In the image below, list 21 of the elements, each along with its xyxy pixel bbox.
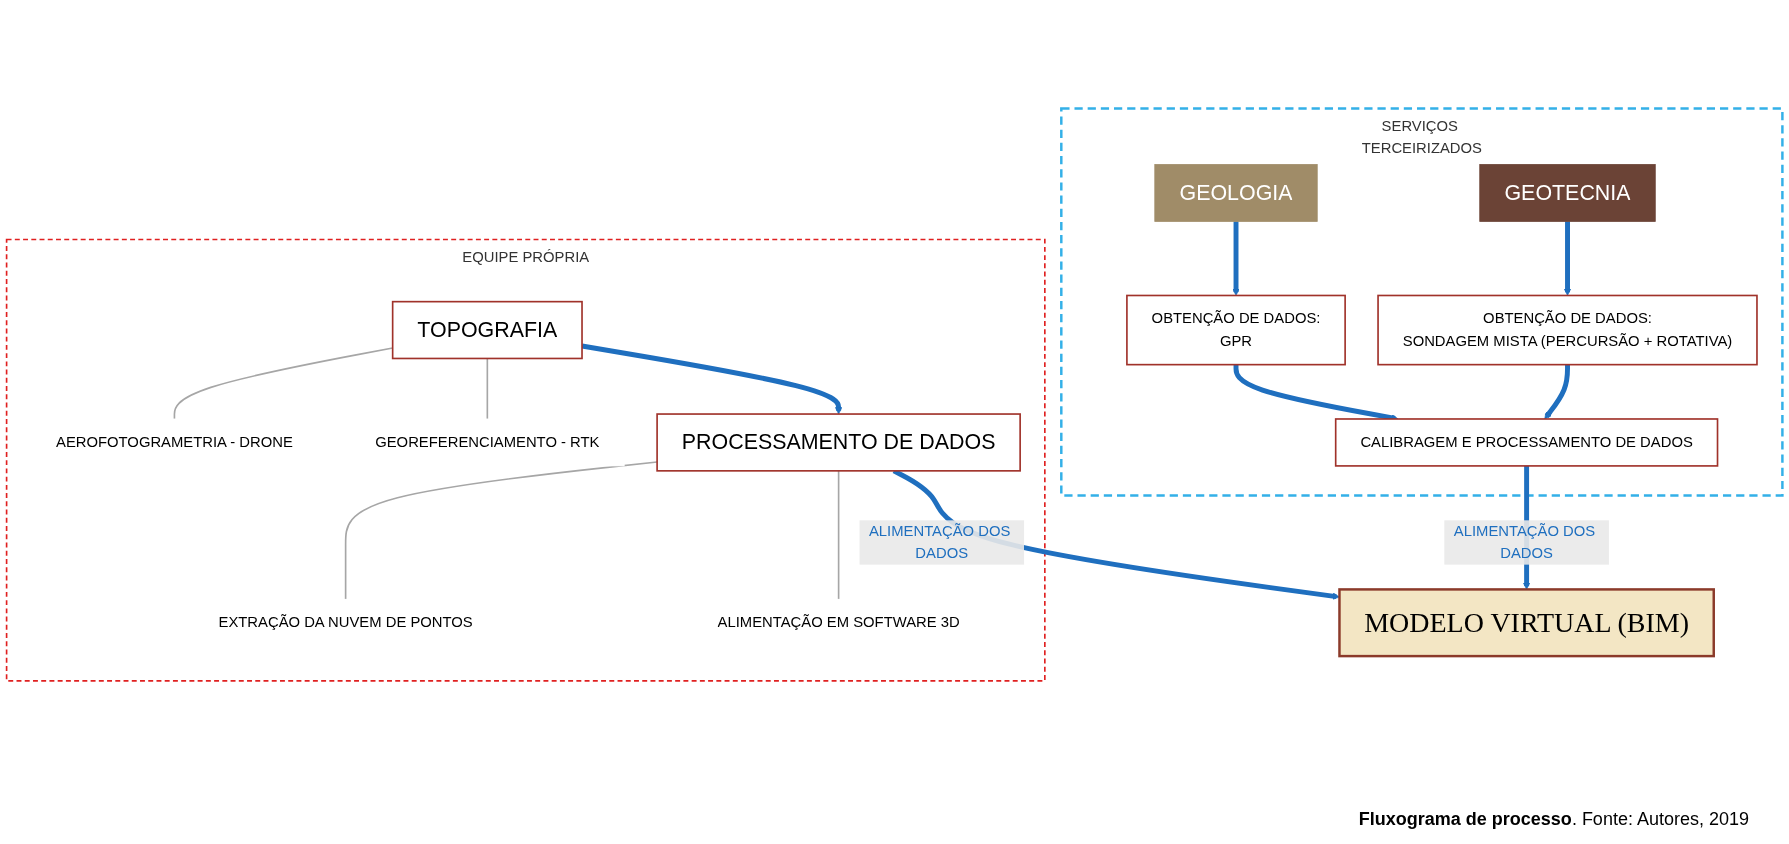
arrow xyxy=(1563,221,1572,297)
edge-label: ALIMENTAÇÃO DOS DADOS xyxy=(868,523,1011,562)
node-text: GEOREFERENCIAMENTO - RTK xyxy=(375,434,600,451)
node-box: PROCESSAMENTO DE DADOS xyxy=(656,413,1021,472)
node-box: GEOTECNIA xyxy=(1479,164,1656,223)
node-box: MODELO VIRTUAL (BIM) xyxy=(1338,588,1715,658)
node-box: TOPOGRAFIA xyxy=(391,301,583,360)
arrow xyxy=(1232,221,1240,297)
node-box: GEOLOGIA xyxy=(1154,164,1318,223)
node-box: CALIBRAGEM E PROCESSAMENTO DE DADOS xyxy=(1334,418,1719,468)
node-box: OBTENÇÃO DE DADOS: GPR xyxy=(1126,294,1346,366)
connector xyxy=(837,470,840,601)
arrow xyxy=(1544,364,1570,420)
caption: Fluxograma de processo. Fonte: Autores, 2019 xyxy=(1358,809,1749,830)
connector xyxy=(486,357,489,421)
node-box: OBTENÇÃO DE DADOS: SONDAGEM MISTA (PERCURSÃO + ROTATIVA) xyxy=(1377,294,1758,366)
node-text: AEROFOTOGRAMETRIA - DRONE xyxy=(56,434,293,451)
node-text: EXTRAÇÃO DA NUVEM DE PONTOS xyxy=(218,614,473,631)
node-text: ALIMENTAÇÃO EM SOFTWARE 3D xyxy=(717,614,960,631)
edge-label: ALIMENTAÇÃO DOS DADOS xyxy=(1453,523,1596,562)
connector xyxy=(344,461,658,601)
